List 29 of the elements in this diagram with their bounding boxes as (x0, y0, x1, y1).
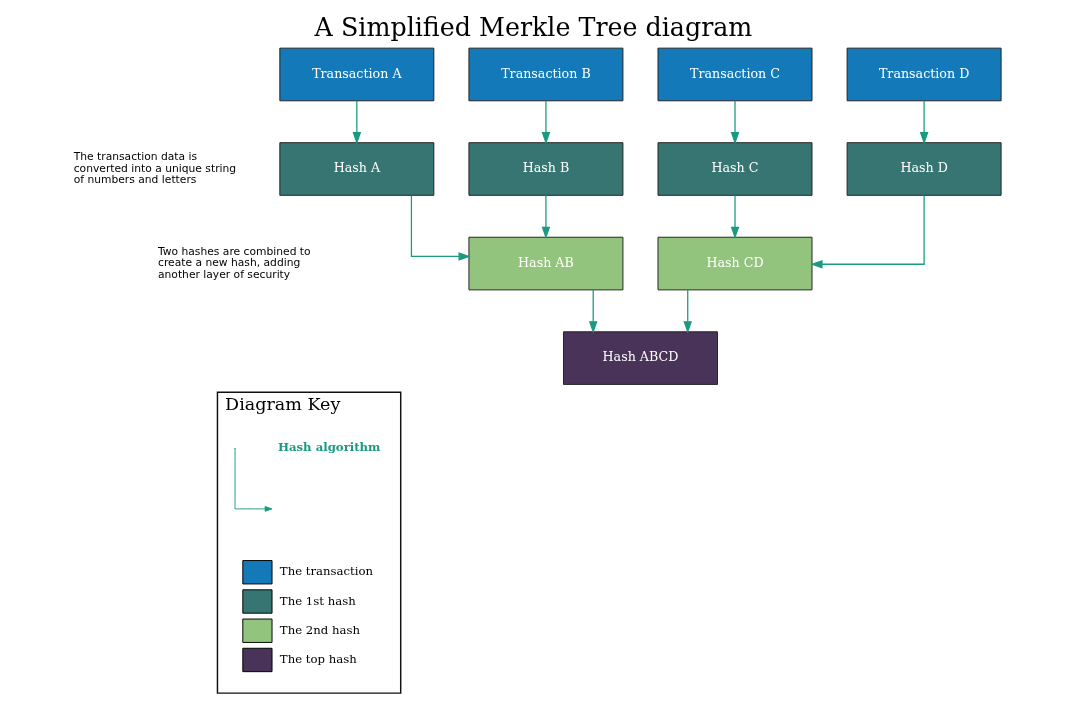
node-box: Hash B (467, 142, 623, 196)
node-box: Transaction C (657, 47, 812, 102)
label: The transaction data is converted into a unique string of numbers and letters (73, 150, 236, 187)
node-box: Hash C (657, 142, 812, 196)
node-box: Transaction A (278, 47, 434, 102)
node-box: Transaction B (467, 47, 623, 102)
node-box: Transaction D (846, 47, 1002, 102)
legend-label: The 2nd hash (279, 622, 360, 637)
arrow (541, 100, 550, 145)
legend-label: The top hash (279, 652, 357, 666)
node-box: Hash ABCD (562, 331, 718, 385)
arrow (730, 100, 739, 145)
arrow (730, 194, 739, 239)
node-box: Hash D (846, 142, 1002, 196)
arrow (809, 194, 925, 269)
legend-label: The 1st hash (279, 593, 356, 608)
legend-label: Hash algorithm (277, 439, 380, 454)
node-box: Hash AB (467, 236, 623, 291)
label: Two hashes are combined to create a new hash, adding another layer of security (157, 244, 311, 281)
arrow (919, 100, 928, 145)
arrow (588, 289, 597, 334)
legend-label: The transaction (279, 564, 373, 579)
arrow (410, 195, 471, 261)
node-box: Hash CD (657, 236, 812, 291)
arrow (352, 100, 361, 145)
node-box: Hash A (278, 142, 434, 196)
arrow (541, 194, 550, 239)
arrow (682, 289, 692, 334)
diagram-title: A Simplified Merkle Tree diagram (314, 12, 752, 43)
